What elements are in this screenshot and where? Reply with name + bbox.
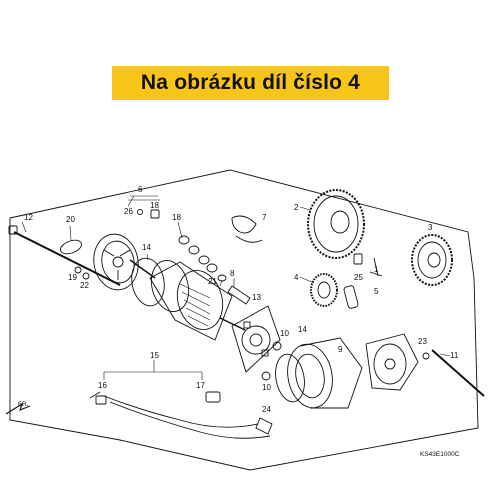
washer-23: [422, 352, 430, 360]
direction-label: FR.: [18, 401, 29, 408]
armature: [129, 259, 246, 341]
callout-18a: 18: [150, 201, 159, 210]
sprocket-3: [411, 234, 453, 286]
callout-10b: 10: [262, 383, 271, 392]
brush-plate: [231, 305, 281, 373]
pin-5: [369, 257, 383, 277]
front-cover: [365, 333, 419, 391]
callout-3: 3: [428, 223, 433, 232]
diagram-code: KS43E1000C: [420, 451, 460, 458]
callout-21: 21: [208, 277, 217, 286]
callout-7: 7: [262, 213, 267, 222]
callout-25: 25: [354, 273, 363, 282]
callout-9: 9: [338, 345, 343, 354]
callout-23: 23: [418, 337, 427, 346]
part-number-banner: Na obrázku díl číslo 4: [112, 66, 389, 100]
callout-5: 5: [374, 287, 379, 296]
cable-15: [89, 391, 271, 439]
callout-2: 2: [294, 203, 299, 212]
washer-10a: [272, 341, 282, 351]
washer-19: [74, 266, 82, 274]
callout-13: 13: [252, 293, 261, 302]
seal-ring-14b: [275, 353, 305, 403]
callout-4: 4: [294, 273, 299, 282]
washer-stack: [178, 235, 227, 282]
shaft-1: [343, 285, 359, 309]
callout-26: 26: [124, 207, 133, 216]
callout-6: 6: [138, 185, 143, 194]
callout-12: 12: [24, 213, 33, 222]
callout-24: 24: [262, 405, 271, 414]
callout-22: 22: [80, 281, 89, 290]
bolt-11: [431, 349, 485, 397]
o-ring-20: [60, 239, 82, 255]
sprocket-2: [307, 189, 365, 259]
callout-14a: 14: [142, 243, 151, 252]
frame-outline: [9, 169, 479, 471]
bolt-12: [8, 225, 121, 286]
callout-19: 19: [68, 273, 77, 282]
callout-16: 16: [98, 381, 107, 390]
clip-24: [255, 417, 273, 435]
washer-22: [82, 272, 90, 280]
callout-10a: 10: [280, 329, 289, 338]
callout-labels: 6 26 18 12 20 19 22 14 18 21 8 7 13 2 3 …: [24, 185, 459, 414]
callout-15: 15: [150, 351, 159, 360]
nut-18a: [150, 209, 160, 219]
callout-18b: 18: [172, 213, 181, 222]
terminal-8: [227, 285, 251, 305]
bolt-25: [353, 253, 363, 265]
motor-housing-9: [287, 337, 363, 409]
callout-20: 20: [66, 215, 75, 224]
washer-10b: [261, 371, 271, 381]
brush-clip-7: [231, 215, 263, 243]
front-arrow-icon: [5, 402, 31, 415]
callout-11: 11: [450, 351, 459, 360]
seal-ring-14a: [131, 257, 165, 307]
callout-8: 8: [230, 269, 235, 278]
rear-cover: [93, 233, 139, 291]
callout-14b: 14: [298, 325, 307, 334]
gear-4: [310, 273, 338, 307]
callout-17: 17: [196, 381, 205, 390]
callout-1: 1: [374, 265, 379, 274]
